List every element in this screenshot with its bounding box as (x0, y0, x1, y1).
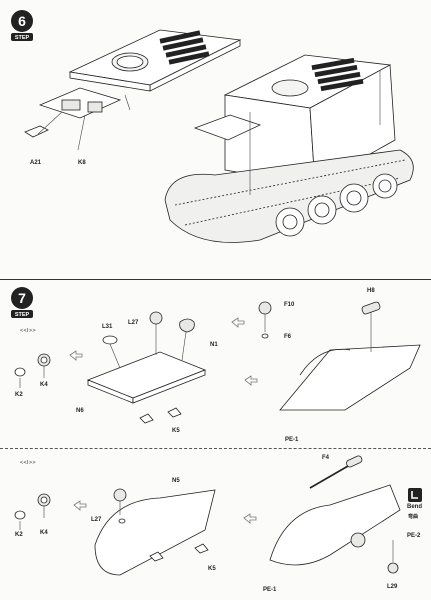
variant-tag: <<I>> (20, 460, 36, 466)
part-label-f10: F10 (284, 302, 295, 308)
part-label-k4: K4 (40, 382, 48, 388)
part-label-l31: L31 (102, 324, 113, 330)
variant-divider (0, 448, 431, 449)
part-label-n1: N1 (210, 342, 218, 348)
svg-text:7: 7 (18, 290, 26, 306)
part-label-k4-b: K4 (40, 530, 48, 536)
svg-text:STEP: STEP (15, 312, 30, 318)
part-label-l27-b: L27 (91, 517, 102, 523)
part-label-pe-1-b: PE-1 (263, 587, 277, 593)
part-label-k2-b: K2 (15, 532, 23, 538)
part-label-f6: F6 (284, 334, 292, 340)
step-6-diagram (24, 29, 414, 243)
part-label-h8: H8 (367, 288, 375, 294)
part-label-n5: N5 (172, 478, 180, 484)
part-label-f4: F4 (322, 455, 330, 461)
part-label-k5: K5 (172, 428, 180, 434)
step-7-badge: 7 STEP (8, 285, 36, 321)
part-label-k8: K8 (78, 160, 86, 166)
part-label-l29: L29 (387, 584, 398, 590)
part-label-pe-1: PE-1 (285, 437, 299, 443)
part-label-k2: K2 (15, 392, 23, 398)
svg-text:6: 6 (18, 13, 26, 29)
step-6-badge: 6 STEP (8, 8, 36, 44)
part-label-k5-b: K5 (208, 566, 216, 572)
subassembly-tag: <<I>> (20, 328, 36, 334)
part-label-l27: L27 (128, 320, 139, 326)
bend-icon (408, 488, 422, 502)
svg-text:STEP: STEP (15, 35, 30, 41)
bend-label: Bend (407, 504, 422, 510)
part-label-n6: N6 (76, 408, 84, 414)
part-label-a21: A21 (30, 160, 42, 166)
part-label-pe-2: PE-2 (407, 533, 421, 539)
section-divider (0, 279, 431, 280)
bend-sublabel: 弯曲 (408, 514, 419, 520)
